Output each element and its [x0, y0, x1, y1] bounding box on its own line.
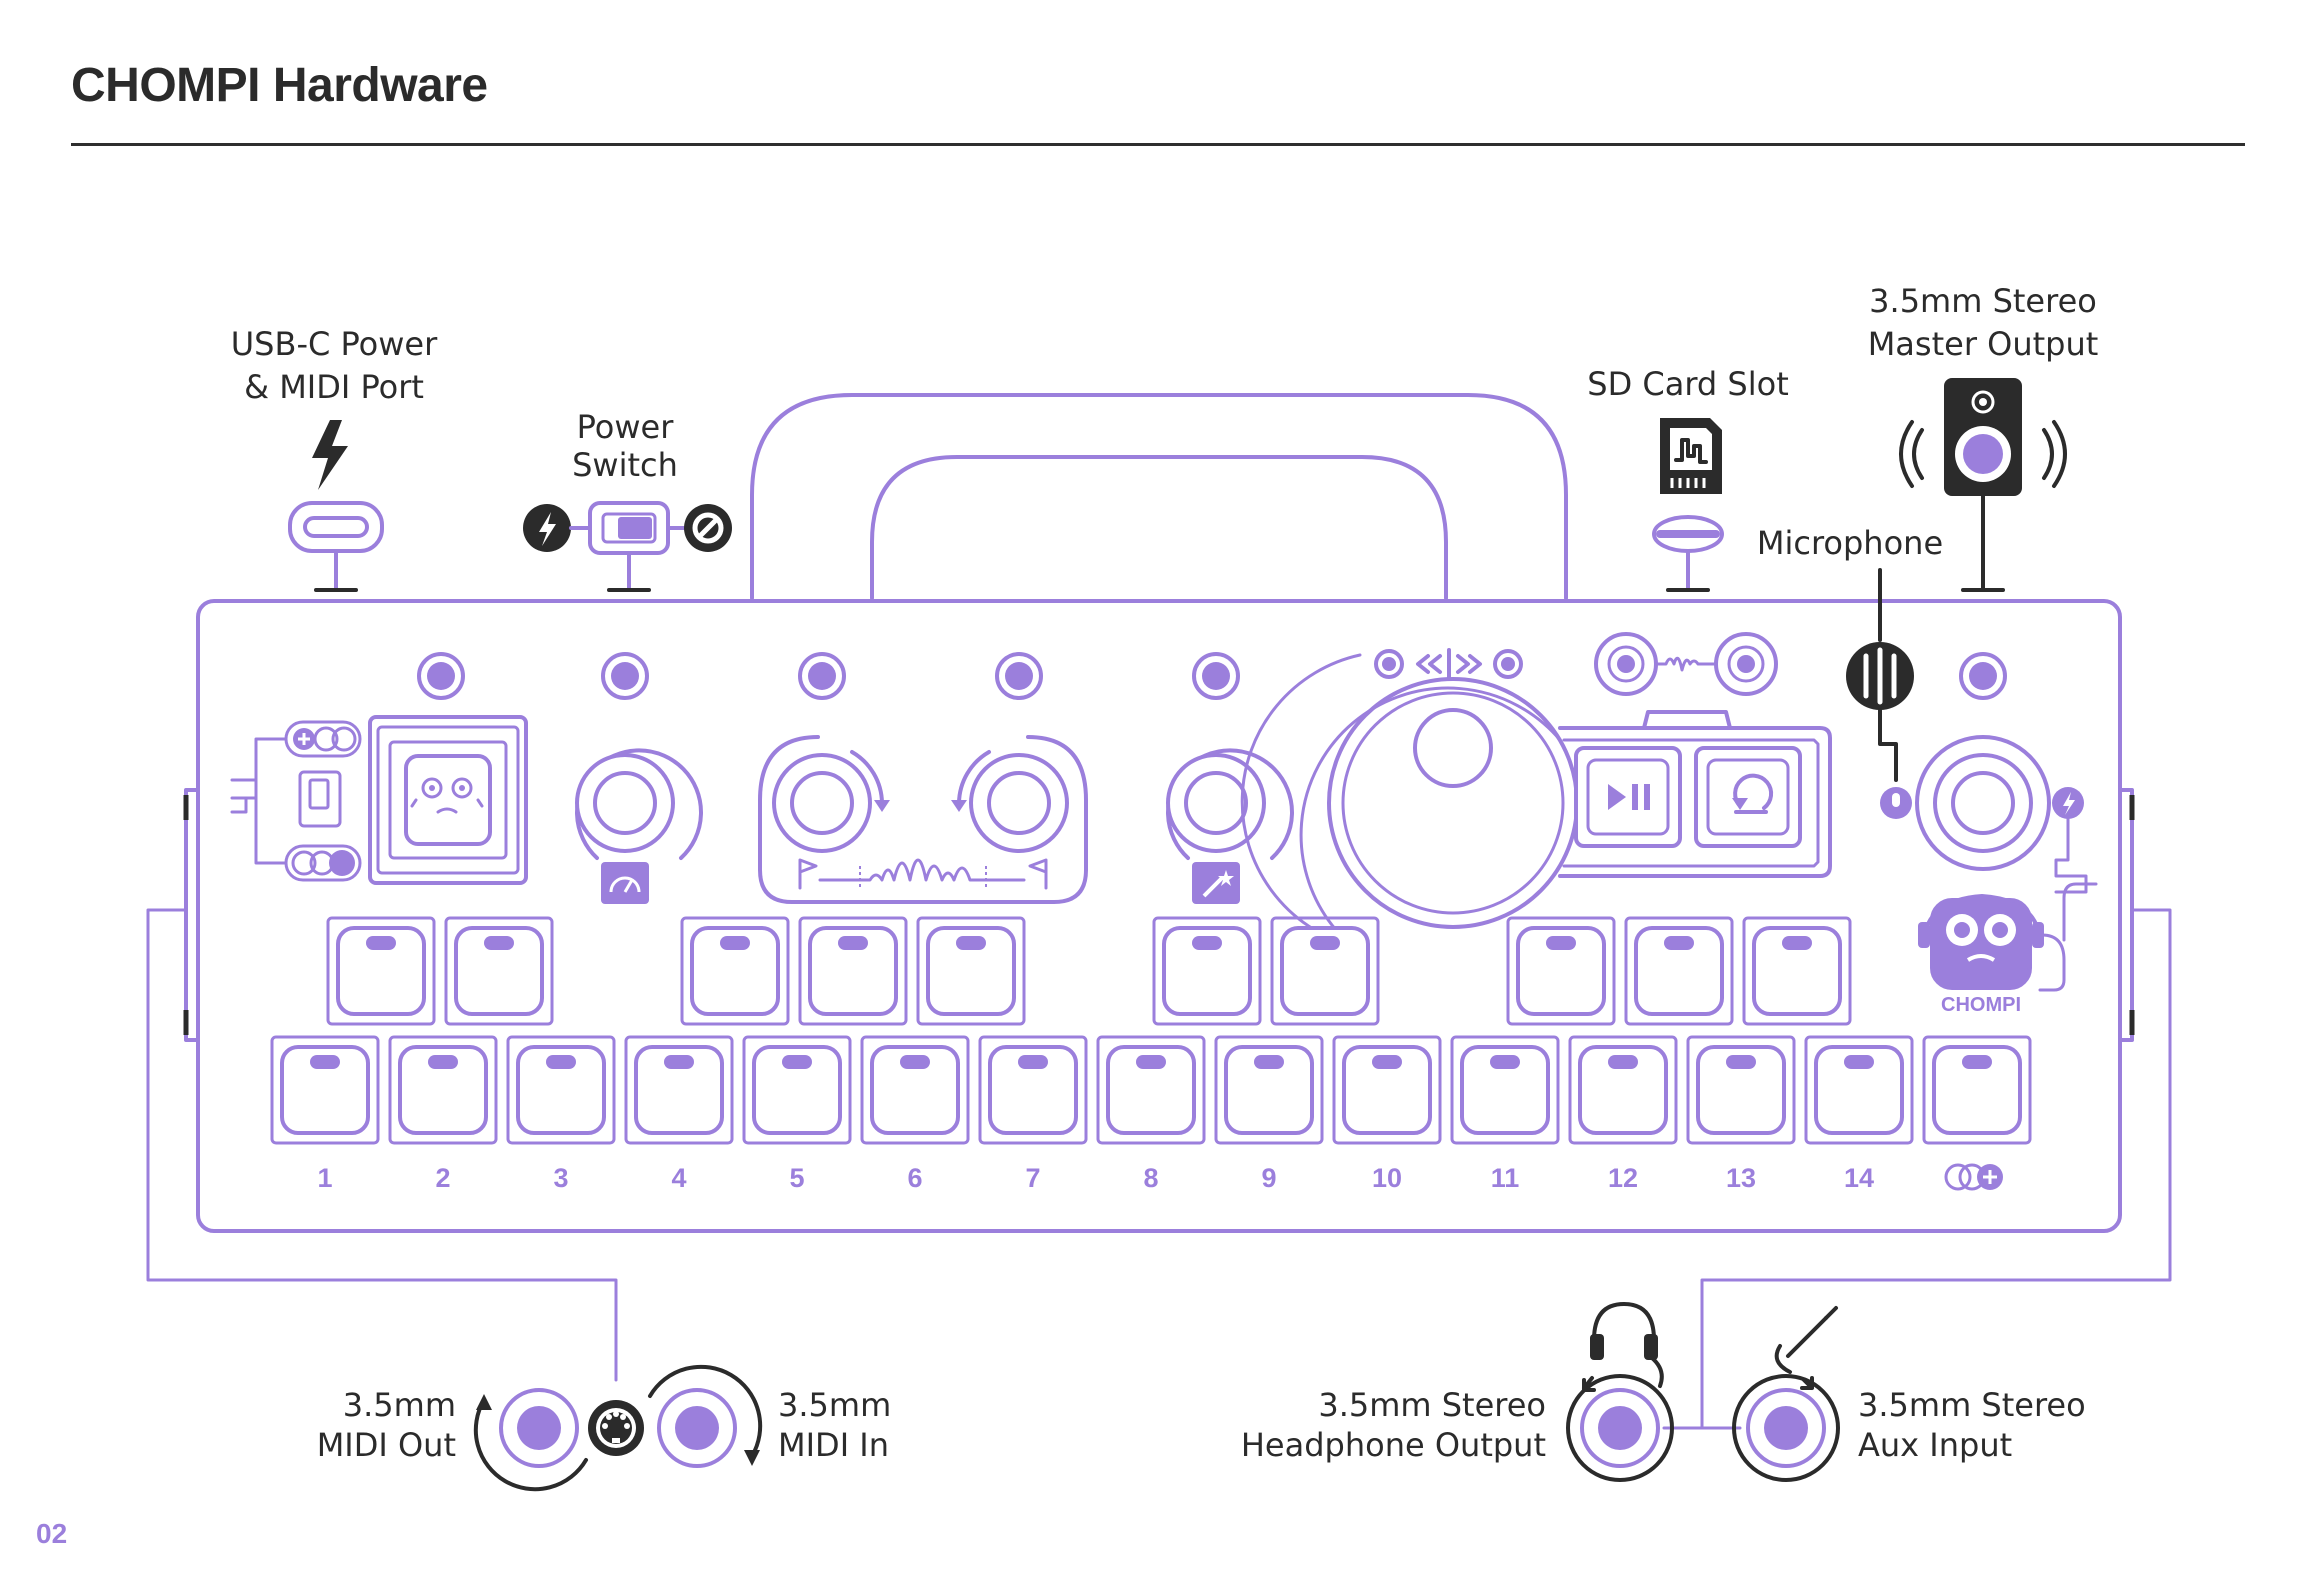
speedometer-icon — [601, 862, 649, 904]
key-number: 11 — [1491, 1163, 1520, 1193]
label-master-line1: 3.5mm Stereo — [1869, 282, 2097, 320]
label-midi-in-line2: MIDI In — [778, 1426, 889, 1464]
usb-c-port[interactable] — [288, 420, 384, 592]
label-sd-card: SD Card Slot — [1587, 365, 1788, 403]
screen-module — [230, 715, 528, 885]
aux-input-jack[interactable] — [1732, 1306, 1840, 1482]
chompi-mascot: CHOMPI — [1918, 882, 2098, 1016]
key-number: 8 — [1143, 1163, 1158, 1193]
knob-effect[interactable] — [1166, 748, 1294, 904]
key-number: 4 — [671, 1163, 686, 1193]
knob-speed[interactable] — [575, 748, 703, 904]
key-number: 6 — [907, 1163, 922, 1193]
headphones-icon — [1582, 1302, 1664, 1392]
label-headphone-line1: 3.5mm Stereo — [1318, 1386, 1546, 1424]
carry-handle — [750, 393, 1568, 600]
label-midi-out-line1: 3.5mm — [343, 1386, 456, 1424]
power-switch[interactable] — [523, 501, 732, 592]
label-midi-out: 3.5mm MIDI Out — [317, 1386, 456, 1464]
key-number: 13 — [1726, 1163, 1756, 1193]
top-led-row — [417, 652, 2007, 700]
label-aux-line1: 3.5mm Stereo — [1858, 1386, 2086, 1424]
label-power-line2: Switch — [572, 446, 678, 484]
label-master-output: 3.5mm Stereo Master Output — [1868, 282, 2099, 363]
play-pause-icon — [1608, 784, 1626, 810]
label-headphone-line2: Headphone Output — [1241, 1426, 1546, 1464]
bottom-wiring — [146, 908, 2172, 1430]
aux-plug-icon — [1774, 1306, 1838, 1390]
label-midi-in-line1: 3.5mm — [778, 1386, 891, 1424]
label-power-line1: Power — [577, 408, 675, 446]
midi-in-jack[interactable] — [648, 1364, 763, 1468]
device-body — [196, 599, 2122, 1233]
title-divider — [71, 143, 2245, 146]
label-microphone: Microphone — [1757, 524, 1943, 562]
label-power-switch: Power Switch — [572, 408, 678, 484]
lightning-bolt-icon — [312, 420, 348, 490]
key-number: 3 — [553, 1163, 568, 1193]
headphone-output-jack[interactable] — [1566, 1302, 1674, 1482]
key-number: 5 — [789, 1163, 804, 1193]
key-number: 10 — [1372, 1163, 1402, 1193]
loop-icon — [1733, 773, 1774, 810]
microphone — [1846, 568, 1914, 782]
upper-key-row[interactable] — [326, 916, 1852, 1026]
side-tab-right — [2118, 788, 2135, 1042]
sampler-double-knob[interactable] — [758, 735, 1088, 904]
jog-wheel-section[interactable] — [1240, 648, 1832, 948]
side-tab-left — [183, 788, 200, 1042]
din-midi-connector — [588, 1400, 644, 1456]
label-aux-input: 3.5mm Stereo Aux Input — [1858, 1386, 2086, 1464]
lower-key-row[interactable] — [270, 1035, 2032, 1145]
key-number: 9 — [1261, 1163, 1276, 1193]
key-number: 2 — [435, 1163, 450, 1193]
brand-logo: CHOMPI — [1941, 994, 2021, 1016]
label-aux-line2: Aux Input — [1858, 1426, 2012, 1464]
key-number: 14 — [1844, 1163, 1874, 1193]
key-number-row: 1 2 3 4 5 6 7 8 9 10 11 12 13 14 — [317, 1163, 2003, 1193]
label-midi-in: 3.5mm MIDI In — [778, 1386, 891, 1464]
sd-card-slot[interactable] — [1652, 418, 1724, 592]
shift-toggle-icon — [1944, 1163, 2003, 1191]
label-usb-c-line1: USB-C Power — [231, 325, 438, 363]
master-output-speaker[interactable] — [1899, 378, 2067, 592]
key-number: 7 — [1025, 1163, 1040, 1193]
volume-knob[interactable] — [1880, 735, 2088, 894]
label-usb-c-line2: & MIDI Port — [244, 368, 424, 406]
page-number: 02 — [36, 1518, 68, 1549]
record-reels[interactable] — [1594, 632, 1778, 696]
label-master-line2: Master Output — [1868, 325, 2099, 363]
label-headphone-output: 3.5mm Stereo Headphone Output — [1241, 1386, 1546, 1464]
key-number: 12 — [1608, 1163, 1638, 1193]
page-title: CHOMPI Hardware — [71, 59, 488, 112]
key-number: 1 — [317, 1163, 332, 1193]
label-midi-out-line2: MIDI Out — [317, 1426, 456, 1464]
midi-out-jack[interactable] — [473, 1388, 588, 1492]
label-usb-c: USB-C Power & MIDI Port — [231, 325, 438, 406]
